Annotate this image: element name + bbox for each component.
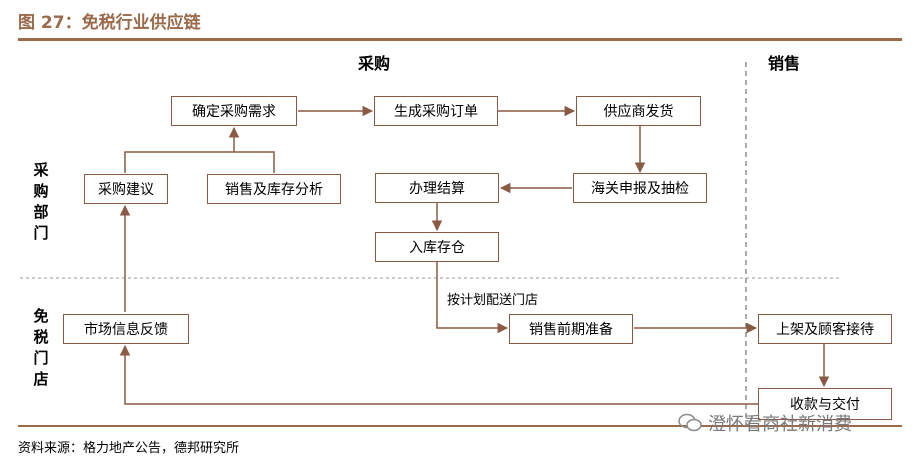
- merge-line: [124, 151, 275, 173]
- section-purchase-heading: 采购: [358, 54, 391, 73]
- arrow-warehouse-to-prep: [436, 262, 509, 334]
- source-note: 资料来源：格力地产公告，德邦研究所: [18, 441, 240, 456]
- box-determine-demand: 确定采购需求: [171, 96, 297, 126]
- title-rule: [18, 38, 902, 41]
- box-supplier-ship: 供应商发货: [576, 96, 701, 126]
- box-purchase-suggestion: 采购建议: [84, 174, 168, 204]
- box-sales-inventory-analysis: 销售及库存分析: [207, 174, 341, 204]
- watermark-text: 澄怀看商社新消费: [708, 414, 852, 435]
- box-generate-order: 生成采购订单: [374, 96, 498, 126]
- flow-note: 按计划配送门店: [447, 293, 539, 308]
- box-pre-sales-prep: 销售前期准备: [509, 314, 633, 344]
- section-sales-heading: 销售: [768, 54, 801, 73]
- lane-label-dutyfree-store: 免税门店: [33, 307, 49, 388]
- box-customs-inspection: 海关申报及抽检: [573, 173, 707, 203]
- box-shelf-reception: 上架及顾客接待: [758, 314, 892, 344]
- box-settlement: 办理结算: [375, 173, 499, 203]
- box-payment-delivery: 收款与交付: [758, 388, 892, 420]
- figure-title: 图 27：免税行业供应链: [18, 13, 201, 33]
- footer-rule: [18, 425, 902, 427]
- chat-bubble-icon: [678, 413, 702, 432]
- lane-label-purchase-dept: 采购部门: [33, 161, 49, 242]
- box-market-feedback: 市场信息反馈: [63, 314, 189, 344]
- watermark: 澄怀看商社新消费: [678, 410, 852, 436]
- box-warehouse-in: 入库存仓: [375, 232, 499, 262]
- arrow-payment-to-feedback: [119, 344, 758, 405]
